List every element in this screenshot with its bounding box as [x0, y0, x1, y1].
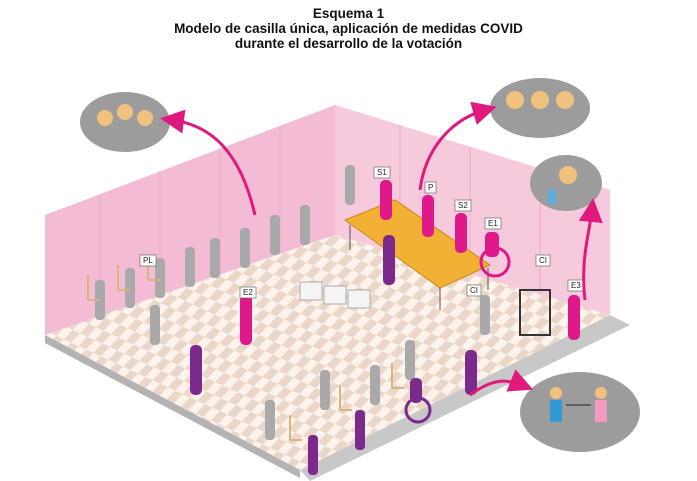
polling-staff [240, 180, 580, 345]
callout-arrows [160, 101, 603, 397]
ballot-boxes [299, 281, 371, 309]
svg-text:S2: S2 [458, 201, 468, 210]
scheme-label: Esquema 1 [312, 6, 385, 21]
svg-text:E3: E3 [571, 281, 581, 290]
chairs [87, 255, 404, 441]
label-p: P [424, 181, 437, 194]
svg-text:P: P [428, 183, 433, 192]
floor-edge [45, 335, 300, 478]
voters [190, 235, 477, 475]
bubble-faces [97, 91, 607, 422]
label-e2: E2 [239, 286, 257, 299]
label-pl: PL [139, 254, 157, 267]
svg-text:CI: CI [470, 286, 478, 295]
party-representatives [95, 165, 490, 440]
figure-title-line2: durante el desarrollo de la votación [234, 36, 463, 51]
entrance-frame [519, 289, 551, 336]
sidewalk [300, 315, 630, 481]
bubble-representatives-masks [80, 92, 170, 152]
svg-text:E1: E1 [488, 219, 498, 228]
voting-table [343, 199, 492, 289]
label-s1: S1 [373, 166, 391, 179]
role-labels: S1 P S2 E1 CI CI E3 E2 PL [139, 166, 585, 299]
svg-text:E2: E2 [243, 288, 253, 297]
figure-title-line1: Modelo de casilla única, aplicación de m… [174, 21, 523, 36]
label-e1: E1 [484, 217, 502, 230]
svg-text:S1: S1 [377, 168, 387, 177]
label-ci-2: CI [466, 284, 482, 297]
svg-text:CI: CI [539, 256, 547, 265]
label-e3: E3 [567, 279, 585, 292]
svg-text:PL: PL [143, 256, 153, 265]
label-s2: S2 [454, 199, 472, 212]
bubble-social-distance [520, 372, 640, 452]
label-ci-1: CI [535, 254, 551, 267]
